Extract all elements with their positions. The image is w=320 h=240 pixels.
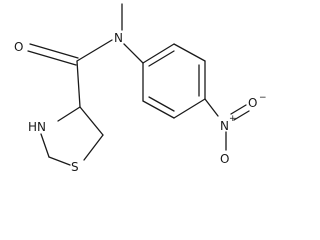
bond-c4-n3 [57,106,81,122]
bond-n-aryl [123,43,144,64]
atom-o-carbonyl: O [14,40,23,54]
bond-ar-inner-c [148,96,175,112]
atom-labels: O N HN S N + O O − [14,31,267,173]
structure-canvas: O N HN S N + O O − [14,3,267,173]
molecule-diagram: O N HN S N + O O − [14,3,267,173]
charge-plus: + [229,114,237,124]
charge-minus: − [259,93,267,103]
bond-carbonyl-c4 [76,60,81,108]
bond-carbonyl-double-b [27,50,77,66]
bond-s1-c5 [83,134,104,161]
atom-o-nitro-bottom: O [220,152,229,166]
bond-ar-inner-a [148,50,175,67]
bonds [27,3,250,166]
bond-ar-c5-c6 [142,100,175,119]
bond-carbonyl-double-a [29,43,79,59]
atom-s-ring: S [71,160,79,173]
atom-n-amide: N [114,31,123,45]
atom-hn-ring: HN [28,120,46,134]
atom-n-nitro: N [220,119,229,133]
bond-n3-c2 [40,133,50,158]
bond-ar-c4-c5 [173,98,206,119]
bond-ar-c2-c3 [173,43,206,62]
bond-carbonyl-amide-n [76,39,113,62]
bond-ar-c1-c2 [142,43,175,64]
bond-nitro-o-top-b [233,110,250,121]
bond-c5-c4 [79,106,104,136]
bond-c2-s1 [48,156,71,166]
bond-nitro-o-top-a [230,104,247,115]
bond-aryl-nitro [204,98,219,117]
atom-o-nitro-top: O [248,96,257,110]
